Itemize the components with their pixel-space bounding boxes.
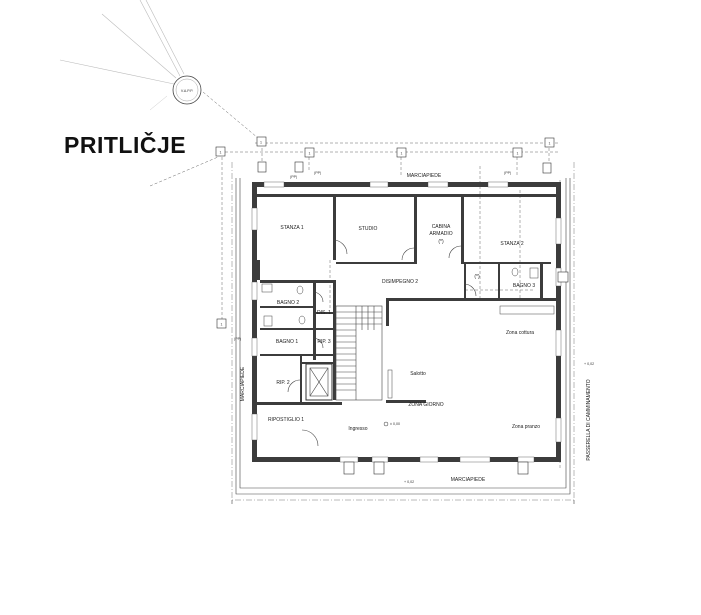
street-label-left: MARCIAPIEDE xyxy=(240,366,246,401)
marker-number-1: 1 xyxy=(260,141,262,145)
marker-pp-3: (PP) xyxy=(504,171,511,175)
room-dis-1: DIS. 1 xyxy=(317,310,331,316)
room-zona-cottura: Zona cottura xyxy=(506,330,534,336)
page-title: PRITLIČJE xyxy=(64,132,187,158)
room-bagno-1: BAGNO 1 xyxy=(276,339,298,345)
bathroom-fixtures xyxy=(261,267,555,399)
room-cabina-note: (*) xyxy=(438,239,444,245)
room-bagno-3: BAGNO 3 xyxy=(513,283,535,289)
marker-number-4: 1 xyxy=(401,152,403,156)
room-studio: STUDIO xyxy=(359,226,378,232)
room-disimpegno-2: DISIMPEGNO 2 xyxy=(382,279,418,285)
doors xyxy=(287,239,477,447)
room-rip-3: RIP. 3 xyxy=(317,339,330,345)
room-armadio: ARMADIO xyxy=(429,231,452,237)
marker-pp-4: (PP) xyxy=(234,337,241,341)
marker-pp-2: (PP) xyxy=(314,171,321,175)
staircase xyxy=(335,305,383,401)
room-salotto: Salotto xyxy=(410,371,426,377)
room-stanza-1: STANZA 1 xyxy=(280,225,303,231)
street-label-right: PASSERELLA DI CAMMINAMENTO xyxy=(586,379,592,460)
marker-number-5: 1 xyxy=(517,152,519,156)
inspection-markers xyxy=(215,136,569,475)
marker-number-7: 1 xyxy=(221,323,223,327)
level-bottom: + 0,02 xyxy=(404,480,414,484)
level-right: + 0,02 xyxy=(584,362,594,366)
exterior-walls xyxy=(251,181,562,463)
elevator-shaft xyxy=(305,363,333,401)
marker-number-3: 1 xyxy=(309,152,311,156)
room-ingresso: Ingresso xyxy=(348,426,367,432)
street-label-top: MARCIAPIEDE xyxy=(407,173,442,179)
room-zona-giorno: ZONA GIORNO xyxy=(408,402,443,408)
street-label-bottom: MARCIAPIEDE xyxy=(451,477,486,483)
room-ripostiglio-1: RIPOSTIGLIO 1 xyxy=(268,417,304,423)
level-center: ± 0,00 xyxy=(390,422,400,426)
room-zona-pranzo: Zona pranzo xyxy=(512,424,540,430)
marker-pp-1: (PP) xyxy=(290,175,297,179)
site-outline xyxy=(231,162,575,504)
interior-walls xyxy=(257,194,556,405)
marker-number-2: 1 xyxy=(220,151,222,155)
room-rip-2: RIP. 2 xyxy=(276,380,289,386)
room-disimpegno-note: (*) xyxy=(474,274,480,280)
room-cabina: CABINA xyxy=(432,224,451,230)
compass-rose xyxy=(59,0,202,111)
marker-number-6: 1 xyxy=(549,142,551,146)
logo-text: V.A.P.P. xyxy=(181,89,193,93)
room-bagno-2: BAGNO 2 xyxy=(277,300,299,306)
room-stanza-2: STANZA 2 xyxy=(500,241,523,247)
